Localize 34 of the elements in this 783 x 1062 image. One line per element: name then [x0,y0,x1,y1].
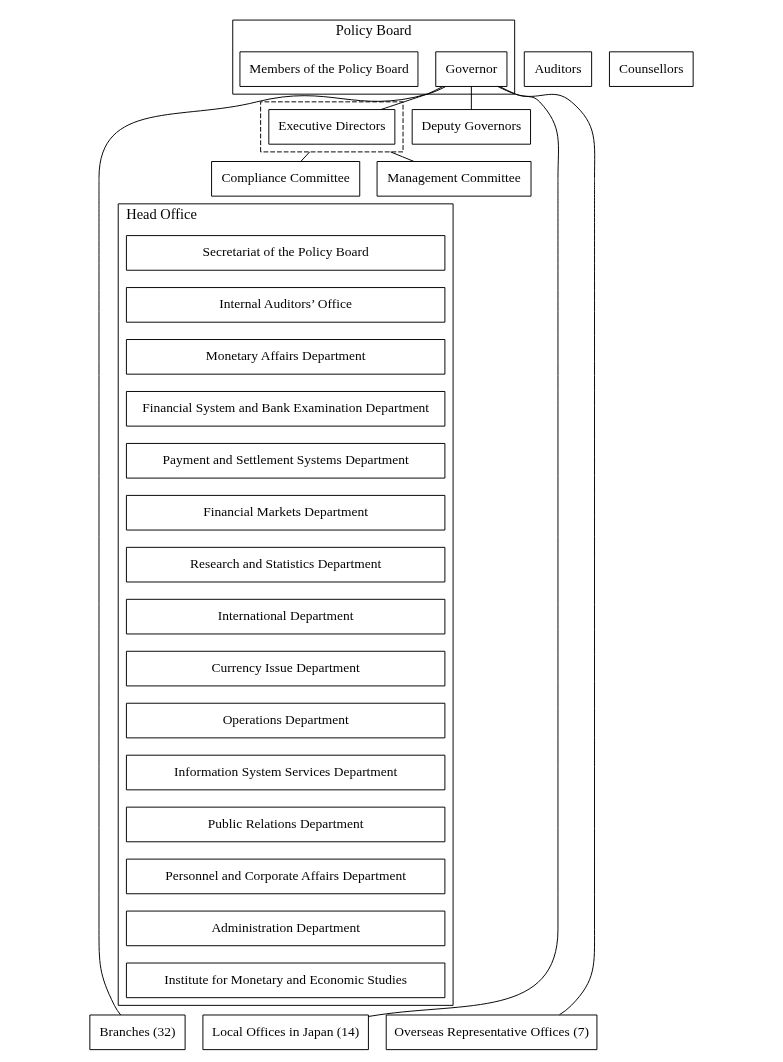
node-box: Local Offices in Japan (14) [202,1014,369,1051]
connector [380,86,444,110]
cluster [260,101,404,153]
node-box: Financial Markets Department [125,494,446,531]
node-box: Personnel and Corporate Affairs Department [125,858,446,895]
node-box: Overseas Representative Offices (7) [385,1014,598,1051]
node-box: Currency Issue Department [125,650,446,687]
node-box: Deputy Governors [411,109,531,145]
connector [390,151,415,162]
node-box: Compliance Committee [211,161,361,197]
node-box: Operations Department [125,702,446,739]
node-box: Payment and Settlement Systems Department [125,442,446,479]
connector [98,86,446,1016]
connector [497,86,596,1016]
node-box: Counsellors [608,51,694,87]
node-box: Governor [435,51,508,87]
node-box: Members of the Policy Board [239,51,419,87]
connector [367,86,559,1017]
connector [470,86,472,110]
node-box: Monetary Affairs Department [125,339,446,375]
node-box: Administration Department [125,910,446,947]
node-box: Executive Directors [268,109,396,145]
node-box: Institute for Monetary and Economic Studies [125,962,446,999]
node-box: Secretariat of the Policy Board [125,235,446,271]
node-box: Research and Statistics Department [125,546,446,583]
node-box: Information System Services Department [125,754,446,791]
connector [300,151,311,162]
node-box: Internal Auditors’ Office [125,287,446,323]
node-box: Branches (32) [89,1014,186,1051]
node-box: Financial System and Bank Examination Department [125,391,446,427]
node-box: Auditors [523,51,593,87]
node-box: Public Relations Department [125,806,446,843]
node-box: International Department [125,598,446,635]
node-box: Management Committee [376,161,532,197]
